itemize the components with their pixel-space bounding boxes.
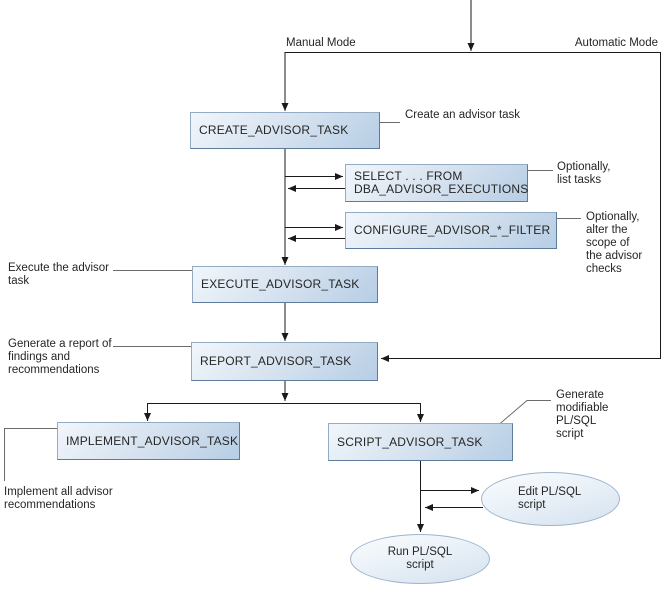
generate-script-annotation: Generate modifiable PL/SQL script	[556, 389, 609, 440]
edit-plsql-script-label: Edit PL/SQL script	[518, 486, 582, 511]
callout-lines	[4, 122, 581, 481]
select-executions-box: SELECT . . . FROM DBA_ADVISOR_EXECUTIONS	[345, 164, 528, 202]
report-advisor-task-box: REPORT_ADVISOR_TASK	[191, 342, 378, 381]
edit-plsql-script-ellipse: Edit PL/SQL script	[481, 472, 620, 526]
configure-advisor-filter-box: CONFIGURE_ADVISOR_*_FILTER	[345, 212, 557, 249]
script-advisor-task-box: SCRIPT_ADVISOR_TASK	[328, 423, 513, 461]
report-advisor-task-label: REPORT_ADVISOR_TASK	[200, 354, 352, 368]
arrow-automatic-to-report	[381, 52, 661, 362]
execute-task-annotation: Execute the advisor task	[8, 262, 110, 287]
callout-implement	[4, 428, 57, 481]
automatic-mode-label: Automatic Mode	[574, 37, 658, 49]
create-task-annotation: Create an advisor task	[405, 109, 521, 121]
execute-advisor-task-box: EXECUTE_ADVISOR_TASK	[192, 266, 378, 303]
configure-advisor-filter-label: CONFIGURE_ADVISOR_*_FILTER	[354, 223, 551, 237]
execute-advisor-task-label: EXECUTE_ADVISOR_TASK	[201, 277, 360, 291]
generate-report-annotation: Generate a report of findings and recomm…	[8, 338, 112, 376]
implement-recommendations-annotation: Implement all advisor recommendations	[4, 486, 113, 511]
list-tasks-annotation: Optionally, list tasks	[557, 161, 611, 186]
run-plsql-script-label: Run PL/SQL script	[387, 546, 453, 571]
script-advisor-task-label: SCRIPT_ADVISOR_TASK	[337, 434, 483, 449]
create-advisor-task-box: CREATE_ADVISOR_TASK	[190, 112, 380, 149]
select-executions-label: SELECT . . . FROM DBA_ADVISOR_EXECUTIONS	[354, 169, 529, 196]
implement-advisor-task-label: IMPLEMENT_ADVISOR_TASK	[66, 433, 239, 448]
manual-mode-label: Manual Mode	[286, 37, 356, 49]
callout-script	[495, 400, 551, 428]
alter-scope-annotation: Optionally, alter the scope of the advis…	[586, 211, 643, 275]
create-advisor-task-label: CREATE_ADVISOR_TASK	[199, 123, 349, 137]
run-plsql-script-ellipse: Run PL/SQL script	[350, 534, 490, 584]
implement-advisor-task-box: IMPLEMENT_ADVISOR_TASK	[57, 422, 240, 460]
flow-arrows	[144, 0, 661, 532]
